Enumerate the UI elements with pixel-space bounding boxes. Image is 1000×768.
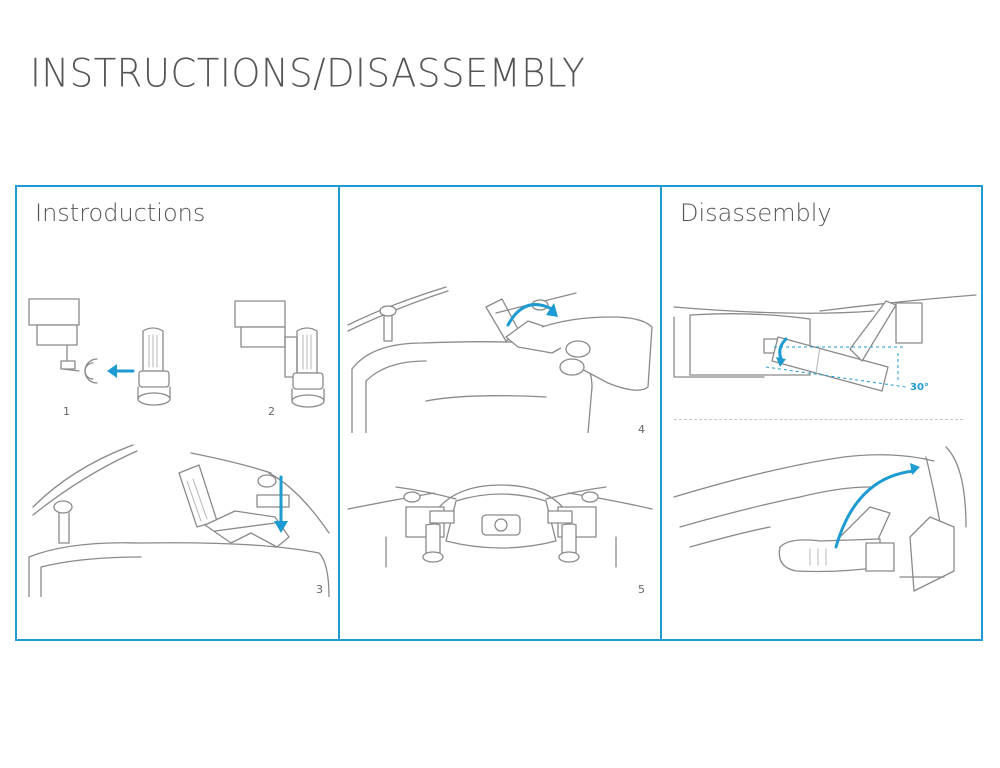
section-divider: [674, 419, 963, 420]
disassembly-step-b-illustration: [670, 437, 980, 607]
disassembly-heading: Disassembly: [680, 199, 832, 227]
step-number: 1: [63, 405, 70, 418]
step-4-illustration: [346, 283, 656, 433]
instructions-panel: Instroductions 1: [15, 185, 340, 641]
steps-panel: 4 5: [338, 185, 662, 641]
step-3-illustration: [19, 437, 339, 597]
angle-label: 30°: [910, 382, 929, 393]
step-1-illustration: [23, 295, 183, 415]
disassembly-panel: Disassembly 30°: [660, 185, 983, 641]
page-title: INSTRUCTIONS/DISASSEMBLY: [30, 50, 586, 97]
step-number: 3: [316, 583, 323, 596]
instructions-heading: Instroductions: [35, 199, 206, 227]
step-number: 2: [268, 405, 275, 418]
step-number: 4: [638, 423, 645, 436]
step-number: 5: [638, 583, 645, 596]
disassembly-step-a-illustration: [670, 287, 980, 407]
step-2-illustration: [231, 297, 341, 417]
step-5-illustration: [346, 467, 656, 587]
